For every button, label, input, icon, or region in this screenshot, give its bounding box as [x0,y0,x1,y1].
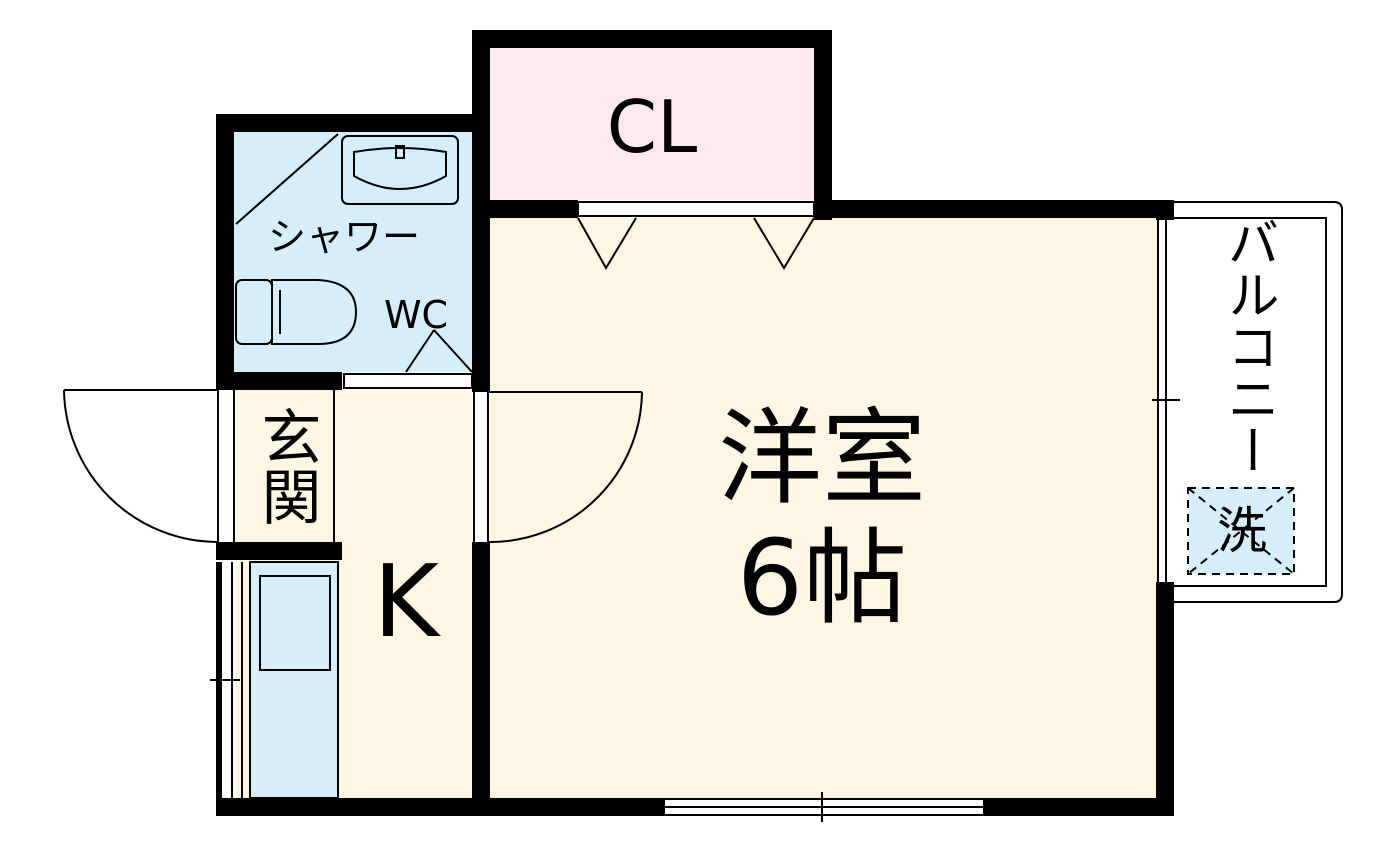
shower-label: シャワー [268,215,420,259]
walls [216,30,1174,816]
closet-fill [490,48,814,200]
room-door [473,391,643,544]
entrance-label: 玄関 [251,406,321,526]
bottom-window [663,792,985,822]
washer-area [1187,487,1295,575]
balcony-label: バルコニー [1218,216,1278,476]
western-room-fill [490,218,1158,798]
sink-counter-fill [250,562,338,798]
western-room-name-label: 洋室 [718,397,926,519]
balcony [1174,201,1343,603]
western-room-size-label: 6帖 [737,517,907,639]
balcony-door [1152,220,1180,582]
closet-folding-door [577,201,815,270]
toilet-label: WC [384,293,448,337]
bathroom-door [343,329,473,389]
entrance-door [63,389,235,543]
toilet-icon [235,279,358,345]
kitchen-counter [210,561,339,799]
washer-label: 洗 [1217,502,1267,560]
closet-label: CL [607,85,697,169]
sink-icon [341,135,459,205]
kitchen-label: K [373,543,441,660]
shower-diagonal [235,133,339,225]
